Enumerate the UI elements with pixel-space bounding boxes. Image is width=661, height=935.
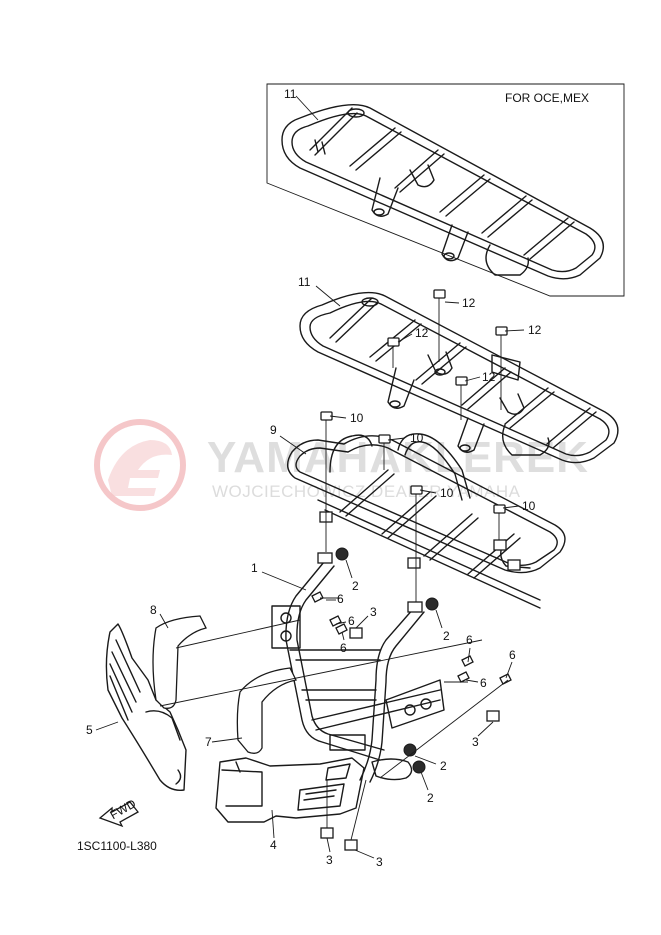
watermark-logo xyxy=(94,419,186,511)
callout-numbers: 11 11 12 12 12 12 10 10 10 10 9 1 2 2 2 … xyxy=(86,87,542,869)
region-note: FOR OCE,MEX xyxy=(505,91,589,105)
bolt-3-b xyxy=(486,710,500,722)
callout-9: 9 xyxy=(270,423,277,437)
diagram-code: 1SC1100-L380 xyxy=(77,839,157,853)
callout-6-f: 6 xyxy=(509,648,516,662)
cover-7 xyxy=(236,667,297,754)
bolts-10 xyxy=(320,411,506,605)
bolts-6 xyxy=(311,591,512,685)
nut-2-a xyxy=(335,547,349,561)
side-guard xyxy=(105,623,187,791)
callout-6-a: 6 xyxy=(337,592,344,606)
callout-12-c: 12 xyxy=(528,323,542,337)
callout-6-d: 6 xyxy=(466,633,473,647)
bolt-10-d xyxy=(493,504,506,540)
nut-2-d xyxy=(412,760,426,774)
callout-10-d: 10 xyxy=(522,499,536,513)
bolt-6-d xyxy=(461,655,474,667)
fwd-arrow: FWD xyxy=(98,796,139,828)
callout-5: 5 xyxy=(86,723,93,737)
bolt-6-a xyxy=(311,591,324,603)
bolt-10-b xyxy=(378,434,391,470)
callout-3-b: 3 xyxy=(472,735,479,749)
callout-10-b: 10 xyxy=(410,431,424,445)
bolt-12-a xyxy=(433,289,446,362)
watermark: YAMAHAKLEREK WOJCIECHOWICZ DEALER YAMAHA xyxy=(94,419,589,511)
front-guard-frame xyxy=(271,552,445,783)
callout-2-a: 2 xyxy=(352,579,359,593)
watermark-title: YAMAHAKLEREK xyxy=(207,433,589,482)
bolt-10-a xyxy=(320,411,333,552)
callout-2-d: 2 xyxy=(427,791,434,805)
bolt-6-b xyxy=(329,615,342,627)
callout-12-b: 12 xyxy=(415,326,429,340)
bolts-3 xyxy=(320,627,500,851)
cover-8 xyxy=(152,615,207,709)
callout-6-b: 6 xyxy=(348,614,355,628)
inset-box: FOR OCE,MEX xyxy=(266,83,625,297)
callout-2-b: 2 xyxy=(443,629,450,643)
bolt-6-c xyxy=(335,623,348,635)
carrier-rack-inset xyxy=(281,103,604,280)
callout-8: 8 xyxy=(150,603,157,617)
nut-2-c xyxy=(403,743,417,757)
bolt-12-d xyxy=(455,376,468,420)
assembly-lines xyxy=(159,619,509,779)
bolt-6-e xyxy=(457,671,470,683)
callout-3-d: 3 xyxy=(376,855,383,869)
callout-7: 7 xyxy=(205,735,212,749)
callout-11-main: 11 xyxy=(298,275,311,289)
callout-10-a: 10 xyxy=(350,411,364,425)
bolt-3-a xyxy=(349,627,363,639)
bolt-3-d xyxy=(344,839,358,851)
callout-6-c: 6 xyxy=(340,641,347,655)
callout-6-e: 6 xyxy=(480,676,487,690)
nut-2-b xyxy=(425,597,439,611)
bolt-12-b xyxy=(387,337,400,368)
callout-12-d: 12 xyxy=(482,370,496,384)
bolt-6-f xyxy=(499,673,512,685)
callout-2-c: 2 xyxy=(440,759,447,773)
callout-10-c: 10 xyxy=(440,486,454,500)
bolt-3-c xyxy=(320,827,334,839)
callout-leaders xyxy=(95,95,525,859)
callout-1: 1 xyxy=(251,561,258,575)
watermark-subtitle: WOJCIECHOWICZ DEALER YAMAHA xyxy=(212,482,521,501)
callout-11-inset: 11 xyxy=(284,87,297,101)
callout-12-a: 12 xyxy=(462,296,476,310)
callout-3-a: 3 xyxy=(370,605,377,619)
bolts-12 xyxy=(387,289,508,420)
callout-4: 4 xyxy=(270,838,277,852)
front-bumper xyxy=(215,757,365,823)
callout-3-c: 3 xyxy=(326,853,333,867)
